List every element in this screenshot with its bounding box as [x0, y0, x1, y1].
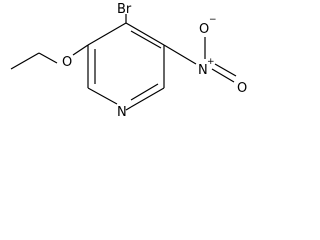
- bond-c2-o: [72, 44, 89, 56]
- pyridine-ring: [87, 22, 165, 111]
- nitro-oxygen-top-label: O: [199, 22, 209, 37]
- bond-o-ch2: [38, 52, 58, 64]
- bond-ch2-ch3: [10, 52, 40, 70]
- bond-n-o-right-double: [214, 63, 237, 77]
- bond-c3-c4: [125, 22, 165, 46]
- bond-c6-n1: [125, 106, 132, 111]
- bond-c3-c4-inner: [130, 30, 162, 49]
- bond-n1-c2: [87, 87, 118, 105]
- bond-c5-nitro: [163, 44, 197, 65]
- nitro-oxygen-top-charge: −: [209, 15, 217, 25]
- ether-oxygen-label: O: [62, 55, 72, 70]
- bond-n-o-right: [211, 68, 235, 83]
- nitro-nitrogen-label: N: [198, 63, 208, 78]
- bond-c5-c6: [130, 87, 165, 108]
- nitro-nitrogen-charge: +: [207, 57, 215, 67]
- molecule-structure: Br O N N + O − O: [10, 2, 247, 120]
- bond-c3-top: [87, 22, 127, 46]
- bromine-label: Br: [117, 2, 132, 17]
- nitro-oxygen-right-label: O: [237, 81, 247, 96]
- ring-nitrogen-label: N: [117, 105, 127, 120]
- bond-c5-c6-inner: [130, 83, 159, 101]
